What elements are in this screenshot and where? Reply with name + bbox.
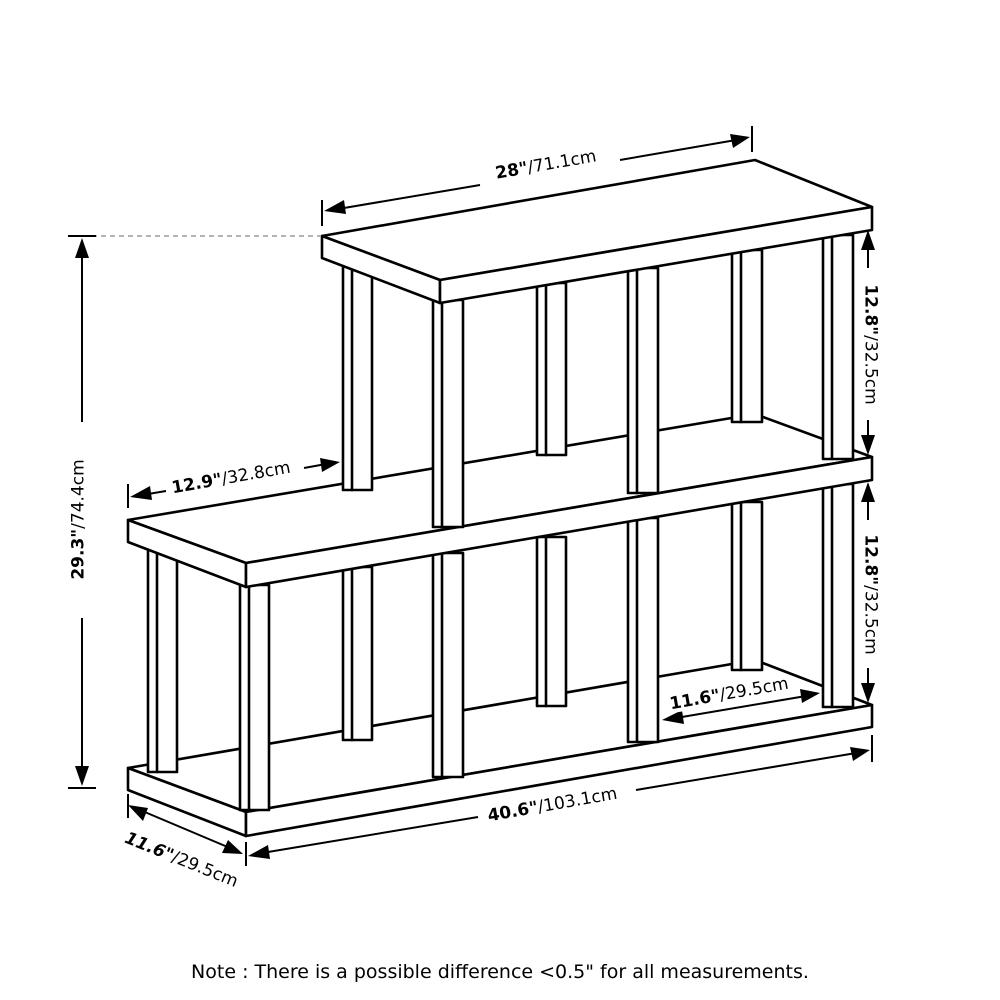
lower-front-posts xyxy=(146,482,855,812)
dim-inner-depth xyxy=(662,689,820,724)
middle-board xyxy=(126,412,874,589)
label-lower-height: 12.8"/32.5cm xyxy=(861,531,881,658)
dim-bottom-width xyxy=(245,735,873,866)
dim-lower-height xyxy=(861,482,875,703)
dim-top-width xyxy=(321,126,753,226)
dim-upper-height xyxy=(861,230,875,455)
top-board xyxy=(320,158,874,305)
label-upper-height: 12.8"/32.5cm xyxy=(861,281,881,408)
dim-step-depth xyxy=(127,458,340,508)
lower-back-posts xyxy=(341,500,764,742)
measurement-note: Note : There is a possible difference <0… xyxy=(191,961,809,983)
dim-bottom-depth xyxy=(127,794,243,854)
dim-total-height xyxy=(68,235,320,789)
label-total-height: 29.3"/74.4cm xyxy=(69,456,89,583)
